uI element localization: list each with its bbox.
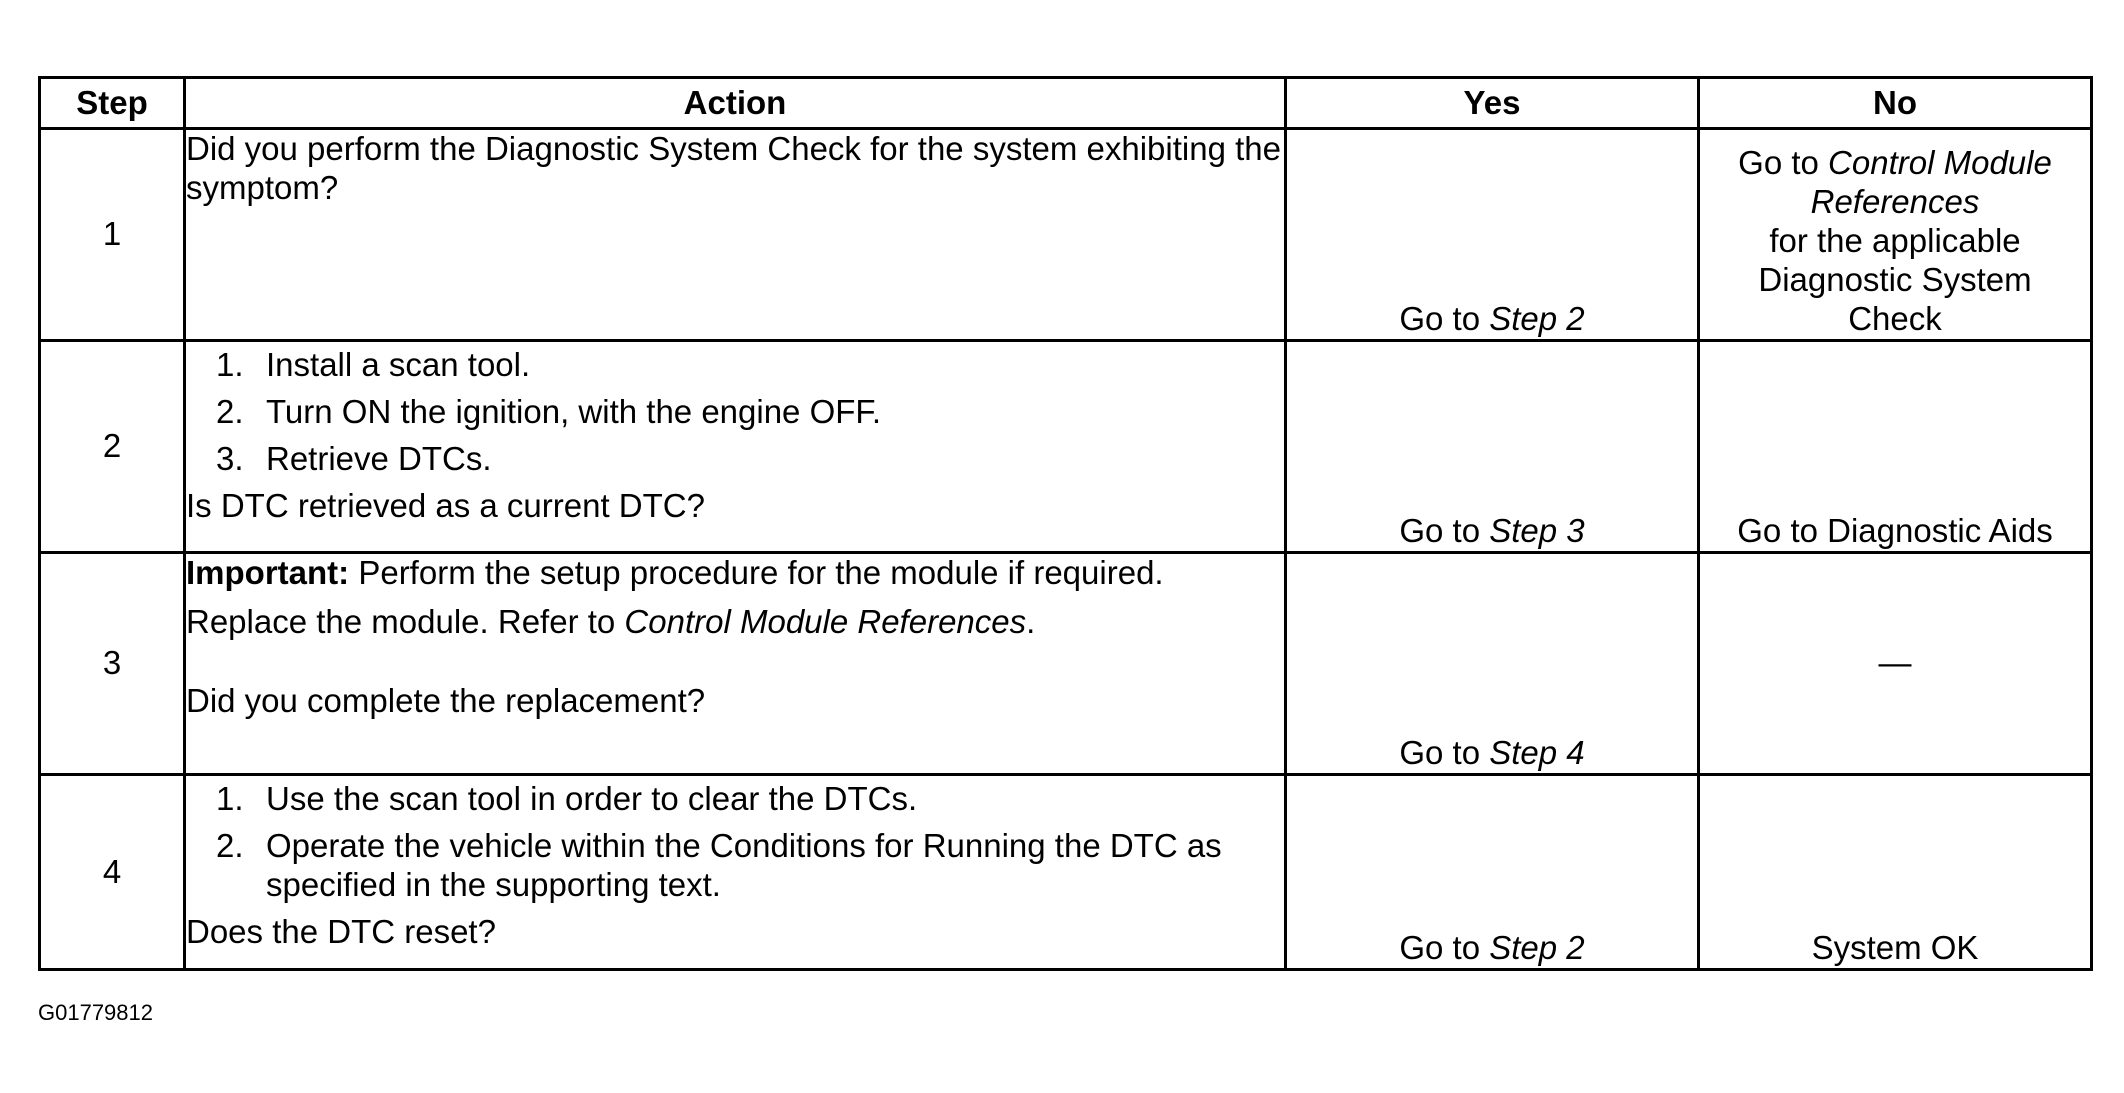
- yes-prefix: Go to: [1399, 734, 1490, 772]
- important-text: Perform the setup procedure for the modu…: [349, 554, 1164, 591]
- no-text[interactable]: Go to Diagnostic Aids: [1737, 512, 2053, 550]
- numbered-item: 3. Retrieve DTCs.: [216, 439, 492, 477]
- numbered-item: 2. Operate the vehicle within the Condit…: [216, 826, 1222, 903]
- action-cell: Did you perform the Diagnostic System Ch…: [183, 127, 1287, 342]
- yes-cell: Go to Step 2: [1284, 127, 1700, 342]
- replace-reference-link[interactable]: Control Module References: [624, 602, 1027, 640]
- numbered-item: 1. Install a scan tool.: [216, 346, 531, 383]
- action-question: Did you complete the replacement?: [186, 681, 706, 719]
- numbered-item: 1. Use the scan tool in order to clear t…: [216, 780, 918, 817]
- yes-step-link[interactable]: Step 4: [1489, 734, 1585, 772]
- figure-id: G01779812: [38, 1000, 153, 1025]
- action-cell: 1. Install a scan tool. 2. Turn ON the i…: [183, 339, 1287, 554]
- header-row: Step Action Yes No: [38, 76, 2093, 130]
- table-row: 3 Important: Perform the setup procedure…: [38, 551, 2093, 776]
- numbered-item: 2. Turn ON the ignition, with the engine…: [216, 392, 882, 430]
- table-row: 2 1. Install a scan tool. 2. Turn ON the…: [38, 339, 2093, 554]
- important-note: Important: Perform the setup procedure f…: [186, 554, 1284, 593]
- diagnostic-table: Step Action Yes No 1 Did you perform the…: [38, 76, 2093, 971]
- replace-instruction: Replace the module. Refer to Control Mod…: [186, 602, 1036, 640]
- no-suffix: for the applicable Diagnostic System Che…: [1758, 222, 2032, 338]
- step-number: 4: [38, 773, 186, 971]
- spacer: [186, 642, 1284, 682]
- no-prefix: Go to: [1738, 144, 1829, 182]
- yes-step-link[interactable]: Step 2: [1489, 929, 1585, 967]
- no-cell: —: [1697, 551, 2093, 776]
- header-action: Action: [183, 76, 1287, 130]
- no-cell: Go to Control Module References for the …: [1697, 127, 2093, 342]
- no-cell: Go to Diagnostic Aids: [1697, 339, 2093, 554]
- header-no: No: [1697, 76, 2093, 130]
- header-yes: Yes: [1284, 76, 1700, 130]
- no-reference-link[interactable]: Control Module References: [1810, 144, 2052, 221]
- action-question: Does the DTC reset?: [186, 912, 496, 950]
- action-cell: Important: Perform the setup procedure f…: [183, 551, 1287, 776]
- table-row: 1 Did you perform the Diagnostic System …: [38, 127, 2093, 342]
- action-question: Did you perform the Diagnostic System Ch…: [186, 130, 1281, 206]
- step-number: 1: [38, 127, 186, 342]
- no-dash: —: [1878, 644, 1912, 682]
- header-step: Step: [38, 76, 186, 130]
- yes-cell: Go to Step 2: [1284, 773, 1700, 971]
- yes-prefix: Go to: [1399, 929, 1490, 967]
- yes-prefix: Go to: [1399, 300, 1490, 338]
- no-cell: System OK: [1697, 773, 2093, 971]
- important-label: Important:: [186, 554, 350, 591]
- step-number: 2: [38, 339, 186, 554]
- yes-cell: Go to Step 4: [1284, 551, 1700, 776]
- yes-step-link[interactable]: Step 2: [1489, 300, 1585, 338]
- step-number: 3: [38, 551, 186, 776]
- yes-cell: Go to Step 3: [1284, 339, 1700, 554]
- yes-prefix: Go to: [1399, 512, 1490, 550]
- action-cell: 1. Use the scan tool in order to clear t…: [183, 773, 1287, 971]
- action-question: Is DTC retrieved as a current DTC?: [186, 486, 705, 524]
- no-text: System OK: [1811, 929, 1979, 967]
- yes-step-link[interactable]: Step 3: [1489, 512, 1585, 550]
- diagnostic-table-container: Step Action Yes No 1 Did you perform the…: [38, 76, 2093, 971]
- table-row: 4 1. Use the scan tool in order to clear…: [38, 773, 2093, 971]
